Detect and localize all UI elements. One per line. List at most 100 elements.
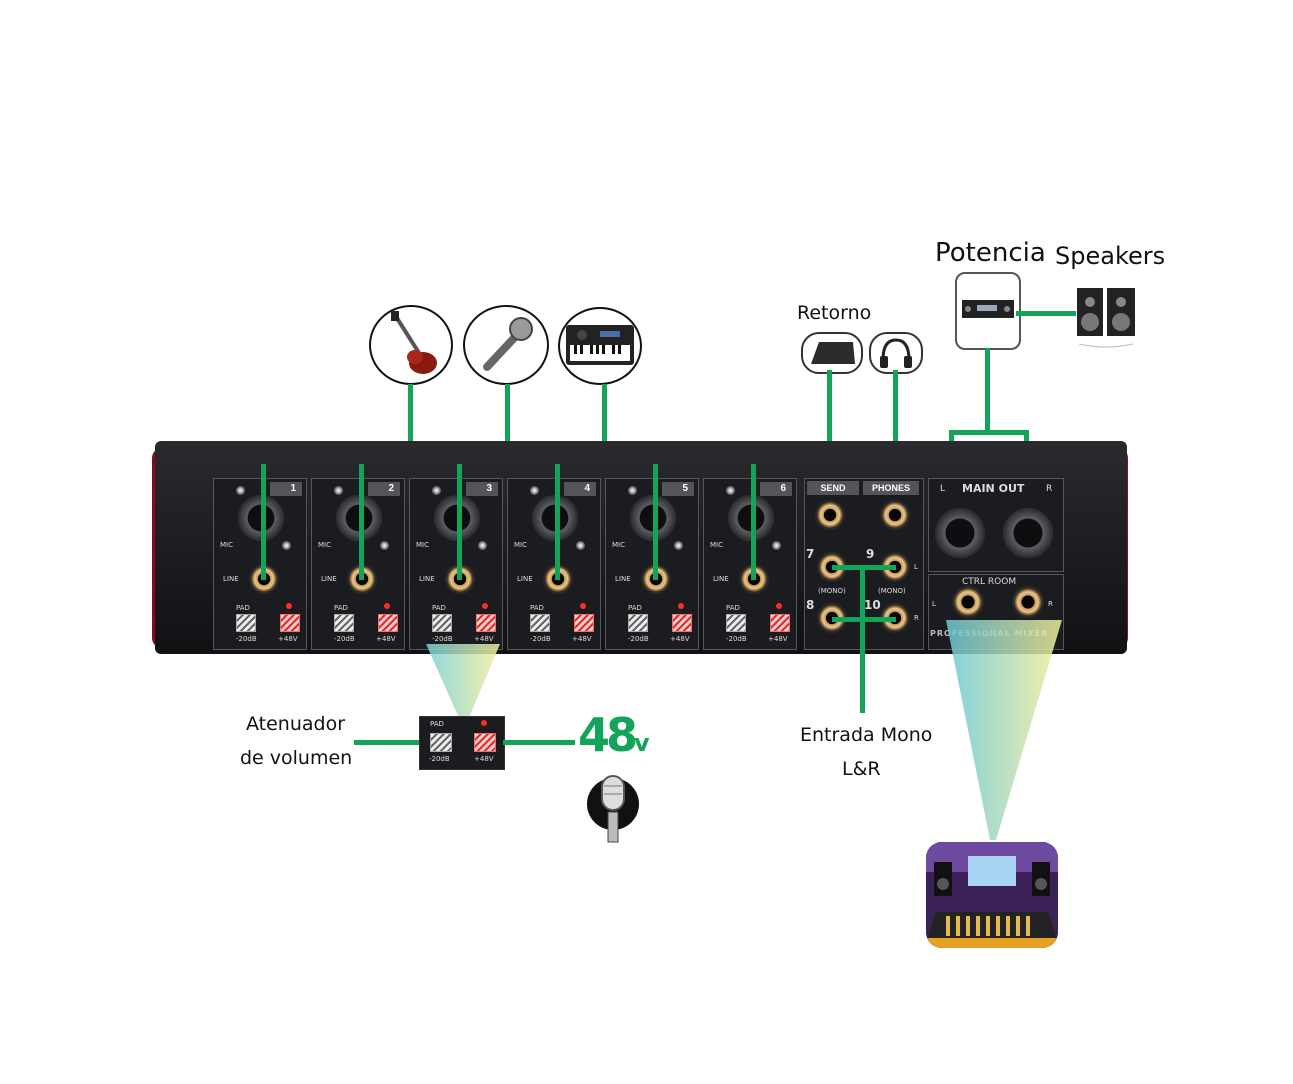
phantom-button[interactable] [476, 614, 496, 632]
main-out-label: MAIN OUT [962, 482, 1025, 495]
phantom-detail-button [474, 733, 496, 752]
atenuador-label-2: de volumen [240, 747, 353, 769]
cable-guitar [408, 384, 413, 466]
pad-callout-beam [426, 644, 500, 720]
phantom-label: +48V [768, 635, 788, 643]
pad-db-label: -20dB [628, 635, 649, 643]
cable-to-ch3 [457, 464, 462, 580]
phones-jack [880, 500, 910, 530]
phantom-label: +48V [572, 635, 592, 643]
phantom-led [482, 603, 488, 609]
channel-number: 3 [466, 482, 498, 496]
main-out-l: L [940, 484, 946, 494]
pad-button[interactable] [236, 614, 256, 632]
phantom-label: +48V [376, 635, 396, 643]
main-out-r-xlr [1003, 508, 1053, 558]
cable-keyboard [602, 384, 607, 466]
screw [380, 541, 389, 550]
pad-detail-label: PAD [430, 720, 444, 728]
phantom-led [678, 603, 684, 609]
stage-monitor-icon [801, 332, 863, 374]
phantom-led [286, 603, 292, 609]
l-label-aux: L [914, 563, 918, 571]
pad-button[interactable] [726, 614, 746, 632]
phantom-led [776, 603, 782, 609]
ctrl-room-l-jack [952, 586, 984, 618]
pad-button[interactable] [432, 614, 452, 632]
send-tag: SEND [807, 481, 859, 495]
phantom-button[interactable] [280, 614, 300, 632]
cable-amp-split [949, 430, 1029, 435]
screw [674, 541, 683, 550]
phantom-button[interactable] [378, 614, 398, 632]
line-label: LINE [713, 575, 729, 583]
screw [772, 541, 781, 550]
phantom-48v-text: 48v [578, 708, 650, 762]
screw [576, 541, 585, 550]
phantom-detail-led [481, 720, 487, 726]
pad-db-label: -20dB [530, 635, 551, 643]
mic-label: MIC [514, 541, 527, 549]
amplifier-icon [955, 272, 1021, 350]
cable-amp-down [985, 348, 990, 434]
entrada-mono-label-2: L&R [842, 758, 881, 780]
phones-tag: PHONES [863, 481, 919, 495]
phantom-48-unit: v [634, 729, 650, 757]
ch8-label: 8 [806, 598, 815, 612]
phantom-button[interactable] [574, 614, 594, 632]
main-out-l-xlr [935, 508, 985, 558]
main-out-r: R [1046, 484, 1053, 494]
cable-amp-speaker [1016, 311, 1076, 316]
pad-label: PAD [628, 604, 642, 612]
pad-detail-db: -20dB [429, 755, 450, 763]
ctrl-room-r: R [1048, 600, 1053, 608]
r-label-aux: R [914, 614, 919, 622]
ch7-label: 7 [806, 547, 815, 561]
ctrl-room-label: CTRL ROOM [962, 577, 1017, 587]
pad-button[interactable] [628, 614, 648, 632]
cable-to-ch6 [751, 464, 756, 580]
phantom-label: +48V [474, 635, 494, 643]
atenuador-label-1: Atenuador [246, 713, 346, 735]
retorno-label: Retorno [797, 302, 872, 324]
line-label: LINE [615, 575, 631, 583]
mono-label-7: (MONO) [818, 587, 846, 595]
mic-label: MIC [318, 541, 331, 549]
ctrl-room-r-jack [1012, 586, 1044, 618]
cable-mic [505, 384, 510, 466]
potencia-label: Potencia [935, 238, 1046, 268]
line-label: LINE [223, 575, 239, 583]
channel-number: 5 [662, 482, 694, 496]
screw [628, 486, 637, 495]
speakers-icon [1073, 274, 1139, 352]
phantom-button[interactable] [672, 614, 692, 632]
pad-48v-detail: PAD -20dB +48V [419, 716, 505, 770]
mic-label: MIC [710, 541, 723, 549]
phantom-label: +48V [278, 635, 298, 643]
phantom-button[interactable] [770, 614, 790, 632]
channel-number: 2 [368, 482, 400, 496]
pad-button[interactable] [530, 614, 550, 632]
pad-label: PAD [236, 604, 250, 612]
screw [432, 486, 441, 495]
headphones-icon [869, 332, 923, 374]
send-jack [815, 500, 845, 530]
cable-atenuador [354, 740, 420, 745]
channel-number: 1 [270, 482, 302, 496]
microphone-icon [463, 305, 549, 385]
mic-label: MIC [220, 541, 233, 549]
phantom-detail-label: +48V [474, 755, 494, 763]
ctrl-room-l: L [932, 600, 936, 608]
pad-button[interactable] [334, 614, 354, 632]
screw [236, 486, 245, 495]
pad-db-label: -20dB [334, 635, 355, 643]
cable-to-ch4 [555, 464, 560, 580]
ch9-label: 9 [866, 547, 875, 561]
pad-detail-button [430, 733, 452, 752]
cable-mono-down [860, 565, 865, 713]
